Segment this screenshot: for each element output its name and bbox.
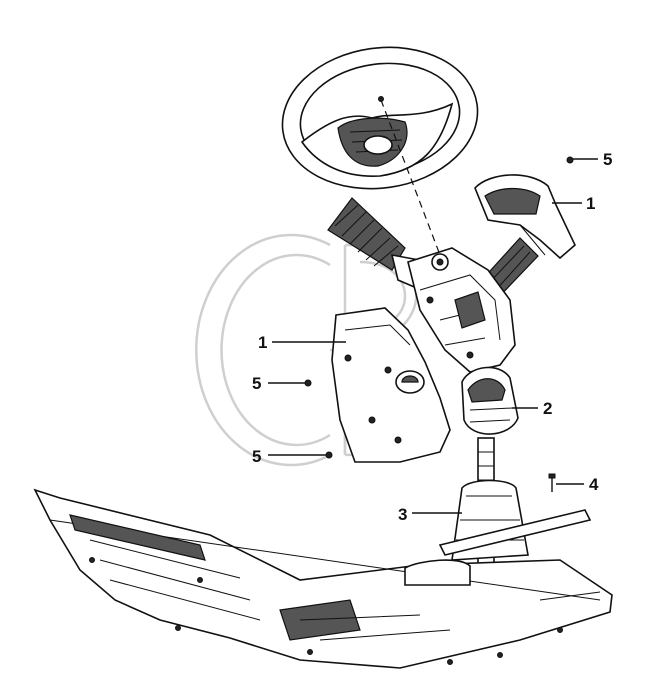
axis-dashed-line	[380, 99, 441, 256]
screw-low	[325, 451, 333, 459]
lower-shroud	[331, 307, 451, 463]
callout-5-mid: 5	[252, 374, 261, 393]
leader-lines	[268, 158, 598, 514]
steering-wheel	[281, 46, 479, 190]
callout-1-upper: 1	[586, 194, 595, 213]
callout-4: 4	[589, 475, 599, 494]
floor-seal-bracket	[438, 479, 592, 561]
bolt-part-4	[548, 473, 556, 492]
callout-1-left: 1	[258, 333, 267, 352]
screw-top	[566, 156, 574, 164]
screw-mid	[304, 379, 312, 387]
callout-5-top: 5	[603, 150, 612, 169]
upper-shroud	[474, 174, 576, 260]
steering-column-assembly	[407, 247, 516, 373]
column-boot	[461, 366, 519, 435]
callout-3: 3	[398, 505, 407, 524]
callout-2: 2	[543, 399, 552, 418]
callout-5-low: 5	[252, 447, 261, 466]
floor-panel	[33, 488, 613, 669]
